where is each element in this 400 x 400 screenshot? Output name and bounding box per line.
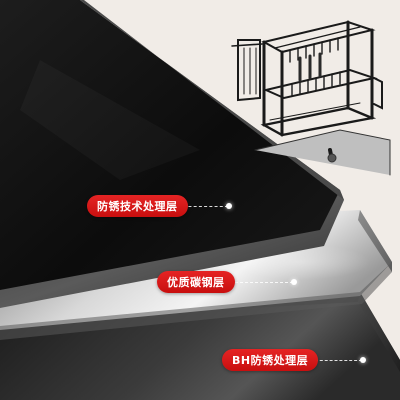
layer-1-callout: 防锈技术处理层: [87, 195, 188, 217]
layer-2-anchor-dot: [291, 279, 297, 285]
layer-2-leader-line: [235, 282, 293, 283]
layer-1-leader-line: [178, 206, 228, 207]
layer-3-callout: BH防锈处理层: [222, 349, 319, 371]
layer-1-anchor-dot: [226, 203, 232, 209]
layer-2-label: 优质碳钢层: [167, 276, 225, 289]
layer-2-callout: 优质碳钢层: [157, 271, 235, 293]
layer-1-label: 防锈技术处理层: [97, 200, 178, 213]
layer-3-label: BH防锈处理层: [232, 354, 309, 367]
top-layer-sheet: [0, 0, 344, 308]
layer-3-leader-line: [310, 360, 362, 361]
dish-drying-rack-icon: [231, 20, 391, 176]
layer-3-anchor-dot: [360, 357, 366, 363]
